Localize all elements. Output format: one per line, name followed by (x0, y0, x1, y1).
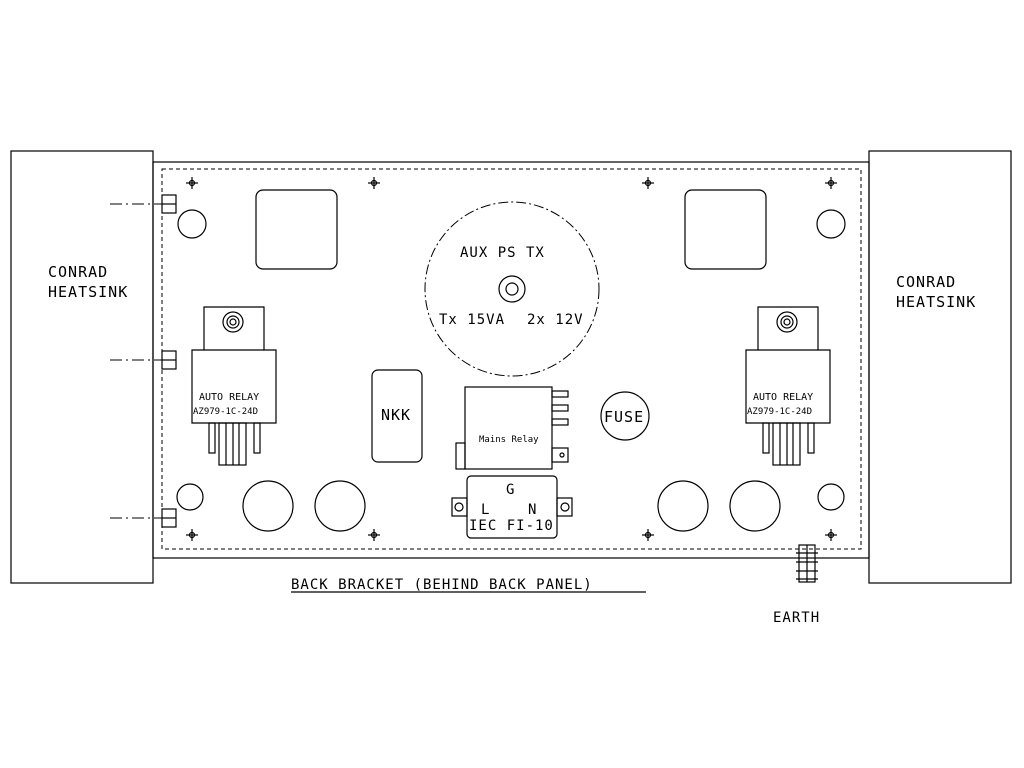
right-heatsink: CONRAD HEATSINK (868, 150, 1012, 584)
nkk-switch: NKK (371, 369, 423, 463)
left-heatsink-label-1: CONRAD (48, 263, 108, 281)
iec-model-label: IEC FI-10 (469, 518, 554, 534)
earth-label: EARTH (773, 610, 820, 626)
transformer-spec-1: Tx 15VA (439, 312, 505, 328)
transformer-title: AUX PS TX (460, 245, 545, 261)
mount-hole-icon (186, 529, 198, 541)
mount-hole-icon (186, 177, 198, 189)
auto-relay-left: AUTO RELAY AZ979-1C-24D (191, 306, 277, 466)
iec-n-label: N (528, 502, 537, 518)
relay-left-label-1: AUTO RELAY (199, 392, 259, 403)
mount-hole-icon (368, 177, 380, 189)
mount-hole-icon (642, 177, 654, 189)
square-cutouts (255, 189, 767, 270)
panel-holes-small (176, 209, 846, 511)
relay-left-label-2: AZ979-1C-24D (193, 407, 258, 417)
mains-relay-label: Mains Relay (479, 435, 539, 445)
left-heatsink: CONRAD HEATSINK (10, 150, 154, 584)
mount-hole-icon (642, 529, 654, 541)
left-heatsink-label-2: HEATSINK (48, 283, 128, 301)
mount-hole-icon (825, 177, 837, 189)
earth-stud: EARTH (773, 544, 820, 626)
left-edge-connectors (110, 194, 177, 528)
iec-g-label: G (506, 482, 515, 498)
right-heatsink-label-2: HEATSINK (896, 293, 976, 311)
right-heatsink-label-1: CONRAD (896, 273, 956, 291)
mount-hole-icon (368, 529, 380, 541)
fuse-label: FUSE (604, 408, 644, 426)
mount-hole-icon (825, 529, 837, 541)
auto-relay-right: AUTO RELAY AZ979-1C-24D (745, 306, 831, 466)
iec-inlet: G L N IEC FI-10 (451, 475, 573, 539)
fuse-holder: FUSE (600, 391, 650, 441)
relay-right-label-2: AZ979-1C-24D (747, 407, 812, 417)
iec-l-label: L (481, 502, 490, 518)
relay-right-label-1: AUTO RELAY (753, 392, 813, 403)
back-bracket-caption: BACK BRACKET (BEHIND BACK PANEL) (291, 577, 646, 593)
mounting-holes (186, 177, 837, 541)
aux-transformer: AUX PS TX Tx 15VA 2x 12V (424, 201, 600, 377)
mains-relay: Mains Relay (455, 386, 569, 470)
main-panel (152, 161, 870, 559)
transformer-spec-2: 2x 12V (527, 312, 584, 328)
nkk-label: NKK (381, 406, 411, 424)
back-bracket-label: BACK BRACKET (BEHIND BACK PANEL) (291, 577, 593, 593)
panel-holes-large (242, 480, 781, 532)
